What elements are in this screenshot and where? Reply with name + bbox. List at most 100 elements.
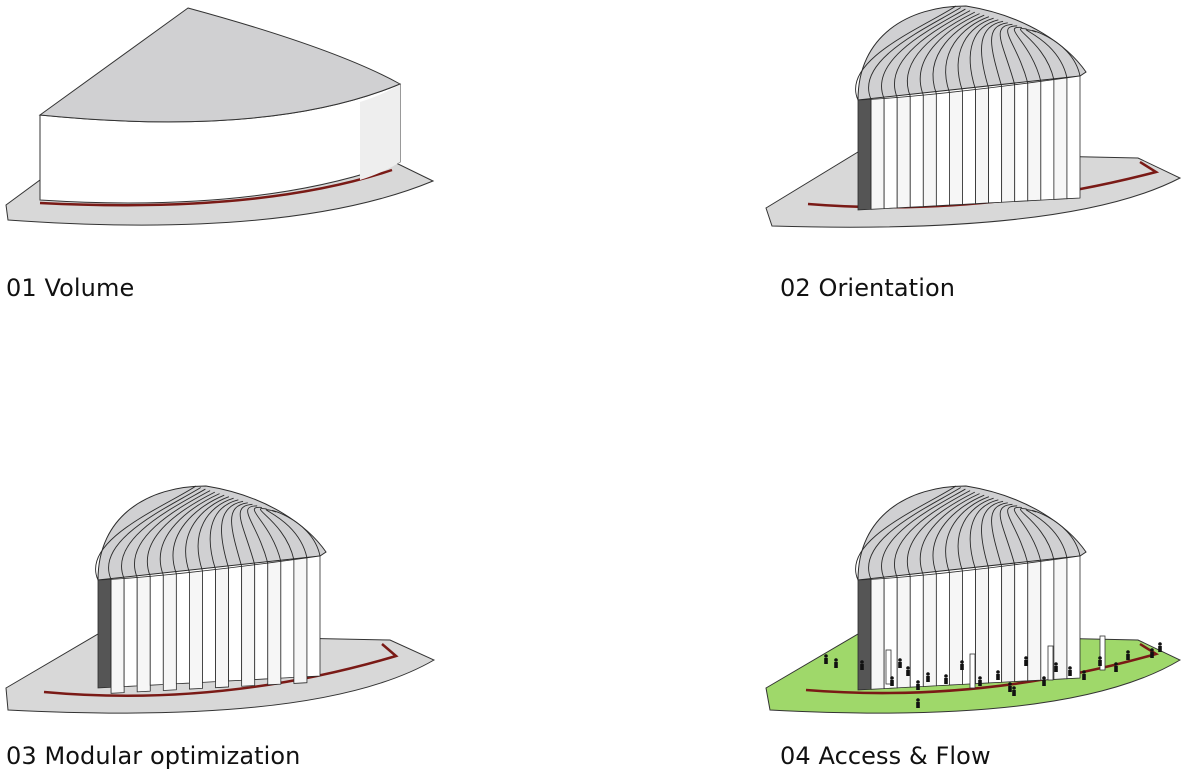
roof-rib xyxy=(855,485,957,581)
wall-fin xyxy=(1027,560,1042,682)
roof-rib xyxy=(907,11,976,97)
wall-fin xyxy=(1001,84,1016,203)
roof-rib xyxy=(231,502,248,567)
roof-rib xyxy=(134,490,211,578)
person-figure xyxy=(1012,686,1016,696)
wall-fin xyxy=(975,567,989,685)
roof-rib xyxy=(991,22,1008,87)
person-figure xyxy=(1008,682,1012,692)
orientation-diagram xyxy=(765,5,1182,228)
roof-rib xyxy=(185,496,230,573)
wall-fin xyxy=(949,90,963,206)
roof-rib xyxy=(260,508,295,560)
person-figure xyxy=(916,680,920,690)
person-figure xyxy=(996,670,1000,680)
wall-fin xyxy=(189,570,203,690)
wall-fin xyxy=(1053,557,1068,680)
roof-rib xyxy=(1025,509,1068,558)
roof-rib xyxy=(239,503,256,565)
roof-rib xyxy=(991,502,1008,567)
roof-rib xyxy=(1020,28,1055,80)
roof-rib xyxy=(271,509,321,557)
support-column xyxy=(1099,635,1106,671)
wall-fin xyxy=(267,560,282,686)
roof-rib xyxy=(881,8,966,99)
roof-rib xyxy=(265,509,308,558)
access-flow-diagram xyxy=(765,485,1182,714)
roof-rib xyxy=(1014,506,1042,562)
step-caption: 04 Access & Flow xyxy=(780,742,991,770)
wall-fin xyxy=(136,575,151,693)
roof-rib xyxy=(999,503,1016,565)
roof-rib xyxy=(969,499,999,570)
roof-rib xyxy=(868,7,961,100)
person-figure xyxy=(1042,676,1046,686)
person-figure xyxy=(944,674,948,684)
roof-rib xyxy=(957,497,994,572)
wall-fin xyxy=(857,578,872,691)
roof-rib xyxy=(919,13,980,96)
roof-rib xyxy=(932,494,985,574)
wall-fin xyxy=(922,93,937,207)
person-figure xyxy=(1126,650,1130,660)
wall-fin xyxy=(975,87,989,205)
roof-rib xyxy=(1031,509,1081,557)
wall-fin xyxy=(215,567,229,689)
roof-rib xyxy=(108,487,201,580)
person-figure xyxy=(824,654,828,664)
wall-fin xyxy=(1027,80,1042,202)
wall-fin xyxy=(870,578,885,690)
modular-diagram xyxy=(5,485,436,714)
wall-fin xyxy=(280,559,295,679)
step-caption: 01 Volume xyxy=(6,274,135,302)
roof-rib xyxy=(1031,29,1081,77)
person-figure xyxy=(1150,648,1154,658)
wall-fin xyxy=(306,555,321,678)
person-figure xyxy=(926,672,930,682)
wall-fin xyxy=(202,569,216,683)
step-volume-panel: 01 Volume xyxy=(0,0,600,380)
wall-fin xyxy=(962,89,976,205)
wall-fin xyxy=(870,98,885,210)
step-caption: 02 Orientation xyxy=(780,274,956,302)
wall-fin xyxy=(293,557,308,684)
roof-rib xyxy=(221,500,244,569)
wall-fin xyxy=(896,95,911,209)
person-figure xyxy=(960,660,964,670)
roof-rib xyxy=(1014,26,1042,82)
person-figure xyxy=(1024,656,1028,666)
wall-fin xyxy=(909,574,924,688)
person-figure xyxy=(834,658,838,668)
wall-fin xyxy=(149,574,164,686)
roof-rib xyxy=(894,490,971,578)
support-column xyxy=(885,649,892,685)
roof-rib xyxy=(1020,508,1055,560)
wall-fin xyxy=(97,578,112,689)
roof-rib xyxy=(855,5,957,101)
access-path xyxy=(39,168,393,207)
roof-rib xyxy=(209,499,239,570)
roof-rib xyxy=(197,497,234,572)
wall-fin xyxy=(988,85,1003,204)
roof-rib xyxy=(95,485,197,581)
person-figure xyxy=(1054,662,1058,672)
roof-rib xyxy=(159,493,220,576)
person-figure xyxy=(1082,670,1086,680)
roof-rib xyxy=(907,491,976,577)
support-column xyxy=(969,653,976,689)
roof-rib xyxy=(919,493,980,576)
support-column xyxy=(1047,645,1054,681)
person-figure xyxy=(906,666,910,676)
roof-rib xyxy=(981,500,1004,569)
person-figure xyxy=(860,660,864,670)
wall-fin xyxy=(254,562,269,680)
roof-rib xyxy=(999,23,1016,85)
roof-rib xyxy=(945,496,990,573)
person-figure xyxy=(1068,666,1072,676)
volume-diagram xyxy=(5,7,435,226)
volume-roof xyxy=(38,7,402,123)
person-figure xyxy=(1158,642,1162,652)
wall-fin xyxy=(162,573,177,691)
wall-fin xyxy=(110,578,125,694)
people-figures xyxy=(824,642,1162,708)
